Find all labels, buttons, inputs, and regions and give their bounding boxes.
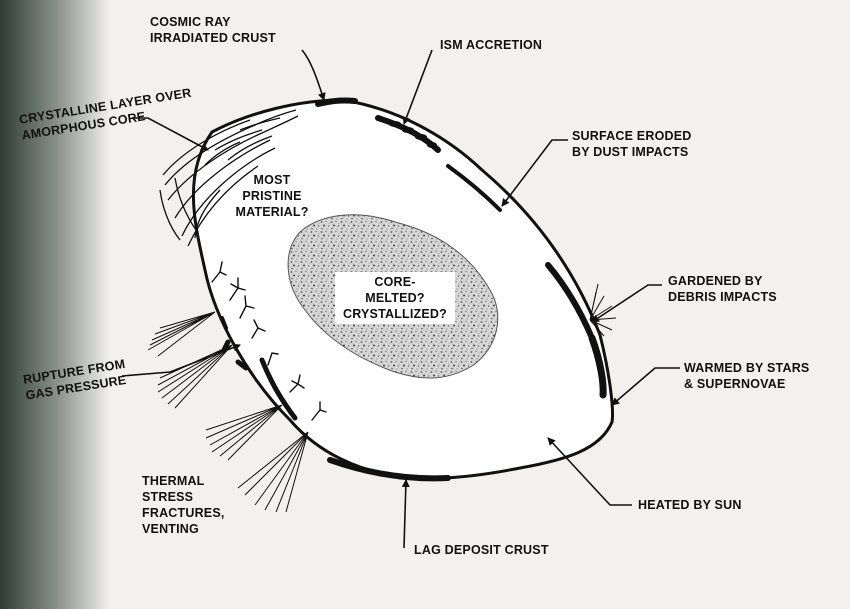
crystalline-layer-hatching	[159, 109, 299, 247]
impact-rays	[589, 283, 617, 337]
leader-cosmic-ray	[301, 49, 326, 101]
leader-surface-eroded	[501, 139, 568, 207]
label-surface-eroded: SURFACE ERODED BY DUST IMPACTS	[572, 129, 692, 159]
label-gardened: GARDENED BY DEBRIS IMPACTS	[668, 274, 777, 304]
label-thermal-stress: THERMAL STRESS FRACTURES, VENTING	[142, 474, 225, 536]
leader-warmed	[611, 367, 680, 406]
leader-heated	[547, 437, 632, 506]
leader-rupture	[121, 343, 241, 377]
label-warmed: WARMED BY STARS & SUPERNOVAE	[684, 361, 810, 391]
leader-lines	[121, 49, 680, 549]
leader-crystalline	[132, 117, 209, 151]
label-core: CORE- MELTED? CRYSTALLIZED?	[335, 272, 455, 324]
label-heated: HEATED BY SUN	[638, 498, 742, 512]
label-cosmic-ray: COSMIC RAY IRRADIATED CRUST	[150, 15, 276, 45]
leader-ism-accretion	[402, 49, 433, 125]
page-edge-shadow	[0, 0, 110, 609]
ism-accretion-bumps	[389, 121, 437, 148]
leader-gardened	[591, 284, 662, 323]
leader-lag-deposit	[401, 479, 410, 549]
label-most-pristine: MOST PRISTINE MATERIAL?	[235, 173, 309, 219]
venting-rays	[147, 311, 309, 513]
fracture-glyphs	[211, 261, 327, 421]
label-lag-deposit: LAG DEPOSIT CRUST	[414, 543, 549, 557]
crust-segments	[259, 97, 607, 482]
label-ism-accretion: ISM ACCRETION	[440, 38, 543, 52]
